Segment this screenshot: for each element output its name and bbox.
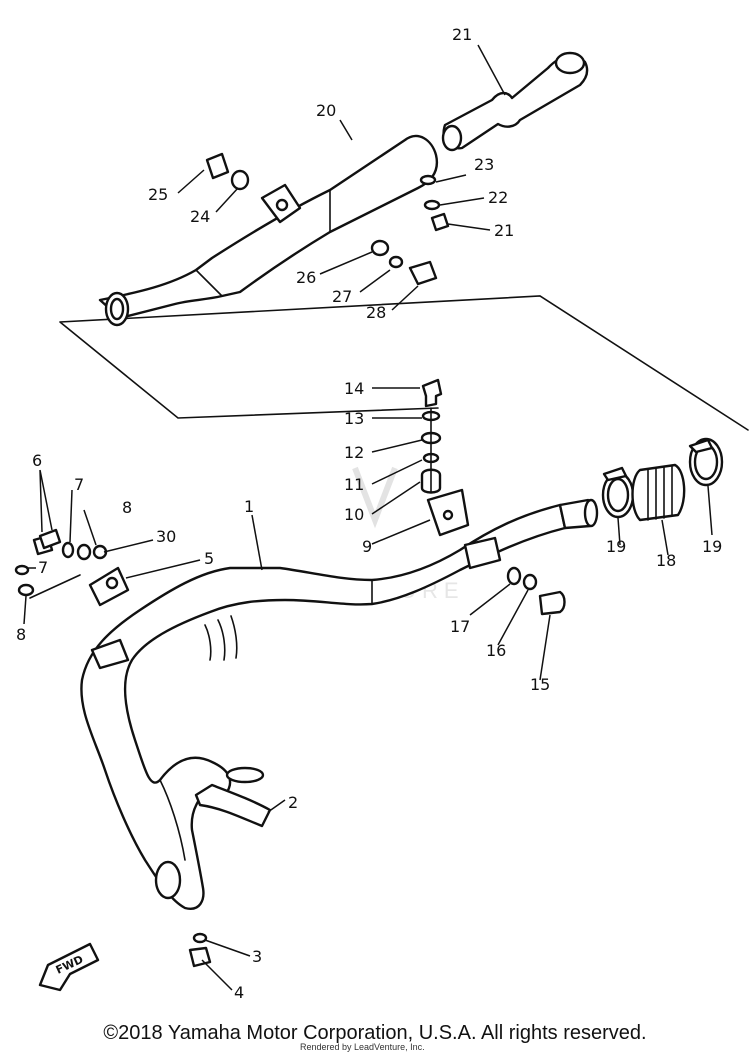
rendered-by-note: Rendered by LeadVenture, Inc.	[300, 1042, 425, 1052]
callout-27: 26	[296, 268, 316, 287]
callout-2: 2	[288, 793, 298, 812]
callout-6: 6	[32, 451, 42, 470]
callout-24: 23	[474, 155, 494, 174]
callout-19-left: 19	[606, 537, 626, 556]
callout-numbers: 21 20 25 24 23 22 21 26 27 28 14 13 12 1…	[16, 25, 722, 1002]
callout-18: 18	[656, 551, 676, 570]
callout-28: 27	[332, 287, 352, 306]
leader-lines	[23, 44, 713, 991]
tail-pipe	[441, 51, 589, 152]
callout-15: 15	[530, 675, 550, 694]
callout-17: 17	[450, 617, 470, 636]
callout-7-upper: 7	[74, 475, 84, 494]
callout-29: 28	[366, 303, 386, 322]
rear-mount-hardware	[506, 566, 566, 616]
callout-19-right: 19	[702, 537, 722, 556]
callout-8-upper: 8	[122, 498, 132, 517]
callout-5: 5	[204, 549, 214, 568]
callout-8-lower: 8	[16, 625, 26, 644]
callout-7-lower: 7	[38, 558, 48, 577]
bottom-hardware	[188, 932, 212, 968]
callout-4: 4	[234, 983, 244, 1002]
muffler-assembly	[98, 134, 439, 327]
callout-22: 21	[494, 221, 514, 240]
callout-30: 30	[156, 527, 176, 546]
exhaust-pipe	[80, 488, 599, 910]
callout-3: 3	[252, 947, 262, 966]
callout-1: 1	[244, 497, 254, 516]
fwd-arrow-icon: FWD	[38, 942, 100, 992]
callout-26: 25	[148, 185, 168, 204]
assembly-outline	[59, 295, 749, 431]
callout-25: 24	[190, 207, 210, 226]
mount-hardware-stack	[420, 378, 443, 494]
callout-12: 12	[344, 443, 364, 462]
callout-23: 22	[488, 188, 508, 207]
copyright-notice: ©2018 Yamaha Motor Corporation, U.S.A. A…	[103, 1022, 647, 1044]
front-mount-hardware	[14, 528, 108, 599]
callout-21: 21	[452, 25, 472, 44]
muffler-hardware	[205, 152, 450, 286]
callout-10: 10	[344, 505, 364, 524]
callout-14: 14	[344, 379, 364, 398]
callout-13: 13	[344, 409, 364, 428]
callout-16: 16	[486, 641, 506, 660]
callout-11: 11	[344, 475, 364, 494]
callout-9: 9	[362, 537, 372, 556]
callout-20: 20	[316, 101, 336, 120]
joint-and-clamps	[601, 437, 724, 522]
